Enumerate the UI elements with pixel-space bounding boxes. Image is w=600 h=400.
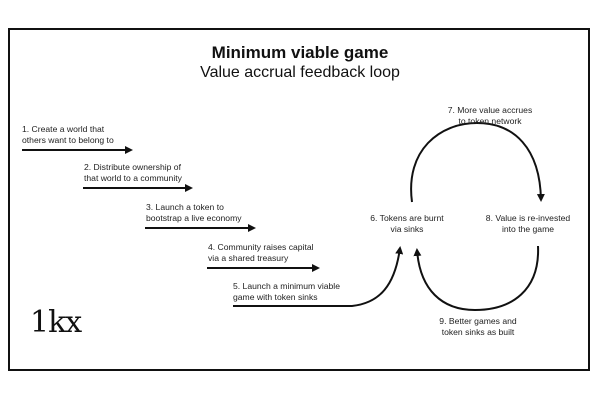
node-8-label: 8. Value is re-invested into the game <box>485 213 571 234</box>
step-2-label: 2. Distribute ownership of that world to… <box>84 162 182 183</box>
node-9-label: 9. Better games and token sinks as built <box>439 316 517 337</box>
step-5-label: 5. Launch a minimum viable game with tok… <box>233 281 340 302</box>
node-7-label: 7. More value accrues to token network <box>447 105 533 126</box>
step-3-label: 3. Launch a token to bootstrap a live ec… <box>146 202 242 223</box>
diagram-subtitle: Value accrual feedback loop <box>200 64 400 81</box>
step-4-label: 4. Community raises capital via a shared… <box>208 242 314 263</box>
loop-arc-bottom <box>413 245 540 312</box>
brand-logo: 1kx <box>30 305 82 340</box>
step-5-arrow <box>233 246 404 307</box>
diagram-title: Minimum viable game <box>211 43 389 62</box>
step-1-label: 1. Create a world that others want to be… <box>22 124 114 145</box>
diagram-frame <box>8 28 590 371</box>
loop-arc-top <box>410 121 545 203</box>
node-6-label: 6. Tokens are burnt via sinks <box>370 213 444 234</box>
